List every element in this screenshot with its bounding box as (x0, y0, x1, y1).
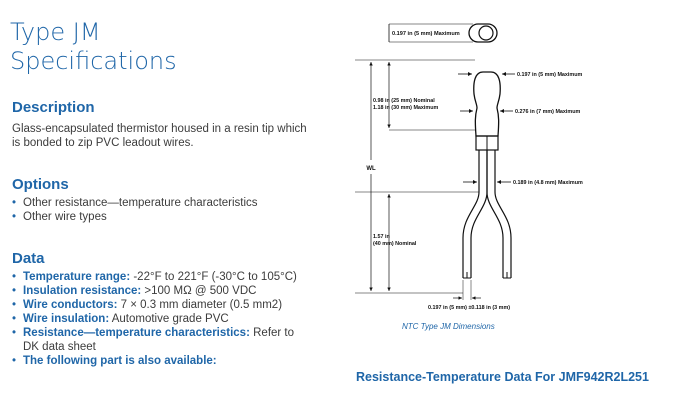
list-item: Temperature range: -22°F to 221°F (-30°C… (12, 270, 312, 284)
spec-value: -22°F to 221°F (-30°C to 105°C) (130, 271, 297, 283)
dim-head-label: 0.197 in (5 mm) Maximum (517, 72, 583, 78)
list-item: Other wire types (12, 210, 312, 224)
page-title: Type JM Specifications (10, 18, 177, 76)
title-line-1: Type JM (10, 18, 101, 46)
thermistor-body (473, 71, 501, 137)
spec-label: Insulation resistance: (23, 285, 142, 297)
list-item: Other resistance—temperature characteris… (12, 196, 312, 210)
rt-data-heading: Resistance-Temperature Data For JMF942R2… (356, 370, 649, 384)
description-text: Glass-encapsulated thermistor housed in … (12, 123, 307, 149)
list-item: Resistance—temperature characteristics: … (12, 326, 312, 354)
diagram-caption: NTC Type JM Dimensions (402, 322, 495, 331)
spec-value: 7 × 0.3 mm diameter (0.5 mm2) (117, 299, 283, 311)
data-heading: Data (12, 250, 45, 267)
spec-label: The following part is also available: (23, 355, 217, 367)
options-list: Other resistance—temperature characteris… (12, 196, 312, 224)
spec-value: Automotive grade PVC (109, 313, 229, 325)
spec-label: Resistance—temperature characteristics: (23, 327, 250, 339)
list-item: Wire conductors: 7 × 0.3 mm diameter (0.… (12, 298, 312, 312)
list-item: Wire insulation: Automotive grade PVC (12, 312, 312, 326)
list-item: Insulation resistance: >100 MΩ @ 500 VDC (12, 284, 312, 298)
spec-label: Temperature range: (23, 271, 131, 283)
title-line-2: Specifications (10, 47, 177, 75)
dim-split-1: 1.57 in (373, 234, 390, 240)
spec-label: Wire conductors: (23, 299, 118, 311)
wire-right-outer (494, 150, 512, 278)
list-item: The following part is also available: (12, 354, 312, 368)
dim-top-label: 0.197 in (5 mm) Maximum (392, 31, 460, 37)
dim-split-2: (40 mm) Nominal (373, 241, 417, 247)
dim-length-nominal: 0.98 in (25 mm) Nominal (373, 98, 435, 104)
wl-label: WL (366, 166, 376, 172)
description-heading: Description (12, 99, 95, 116)
dim-wire-label: 0.189 in (4.8 mm) Maximum (513, 180, 583, 186)
wire-right-inner (486, 150, 504, 278)
dim-length-max: 1.18 in (30 mm) Maximum (373, 105, 439, 111)
spec-label: Wire insulation: (23, 313, 110, 325)
end-view-circle (478, 25, 494, 41)
spec-value: >100 MΩ @ 500 VDC (141, 285, 257, 297)
spec-value: Refer to DK data sheet (23, 327, 295, 353)
dimension-diagram: 0.197 in (5 mm) Maximum WL 0.98 in (25 m… (355, 23, 583, 311)
options-heading: Options (12, 176, 69, 193)
data-list: Temperature range: -22°F to 221°F (-30°C… (12, 270, 312, 368)
end-view-outline (468, 23, 498, 43)
dim-body-label: 0.276 in (7 mm) Maximum (515, 109, 581, 115)
dim-bottom-label: 0.197 in (5 mm) ±0.118 in (3 mm) (428, 305, 510, 311)
